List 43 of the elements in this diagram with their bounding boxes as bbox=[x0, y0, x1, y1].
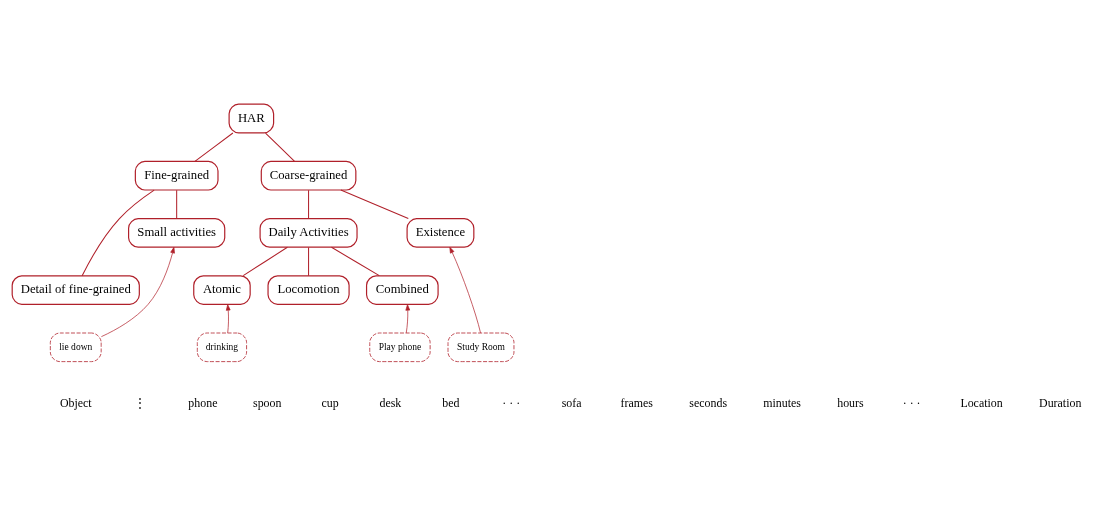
arrow bbox=[405, 303, 411, 333]
label: Duration bbox=[1039, 395, 1082, 410]
connector bbox=[265, 132, 296, 162]
node-box: Play phone bbox=[369, 332, 431, 362]
connector bbox=[331, 246, 380, 276]
node-box: Locomotion bbox=[267, 274, 350, 305]
arrow bbox=[101, 246, 175, 337]
connector bbox=[242, 246, 288, 276]
node-box: HAR bbox=[228, 103, 275, 133]
label: spoon bbox=[253, 395, 282, 410]
label: minutes bbox=[763, 395, 801, 410]
node-box: Combined bbox=[365, 274, 439, 305]
label: hours bbox=[837, 395, 864, 410]
node-box: Fine-grained bbox=[134, 160, 219, 191]
arrow bbox=[449, 246, 481, 333]
connector bbox=[194, 132, 234, 162]
label: frames bbox=[620, 395, 653, 410]
node-box: Existence bbox=[406, 217, 475, 248]
node-box: lie down bbox=[49, 332, 102, 362]
label: Object bbox=[59, 395, 92, 410]
node-box: Detail of fine-grained bbox=[11, 274, 140, 305]
node-box: Daily Activities bbox=[259, 217, 358, 248]
label: · · · bbox=[502, 395, 521, 410]
arrow bbox=[225, 303, 231, 333]
label: sofa bbox=[561, 395, 582, 410]
label: phone bbox=[188, 395, 218, 410]
node-box: Atomic bbox=[193, 274, 251, 305]
node-box: Small activities bbox=[128, 217, 226, 248]
label: desk bbox=[379, 395, 402, 410]
connector bbox=[308, 246, 310, 276]
node-box: Study Room bbox=[447, 332, 515, 362]
label: seconds bbox=[689, 395, 728, 410]
label: bed bbox=[442, 395, 460, 410]
connector bbox=[176, 189, 178, 219]
node-box: Coarse-grained bbox=[260, 160, 357, 191]
node-box: drinking bbox=[196, 332, 247, 362]
connector bbox=[340, 189, 409, 219]
connector bbox=[81, 189, 155, 276]
label: cup bbox=[321, 395, 339, 410]
connector bbox=[308, 189, 310, 219]
label: Location bbox=[960, 395, 1003, 410]
label: · · · bbox=[902, 395, 921, 410]
label: ⋮ bbox=[134, 395, 147, 410]
